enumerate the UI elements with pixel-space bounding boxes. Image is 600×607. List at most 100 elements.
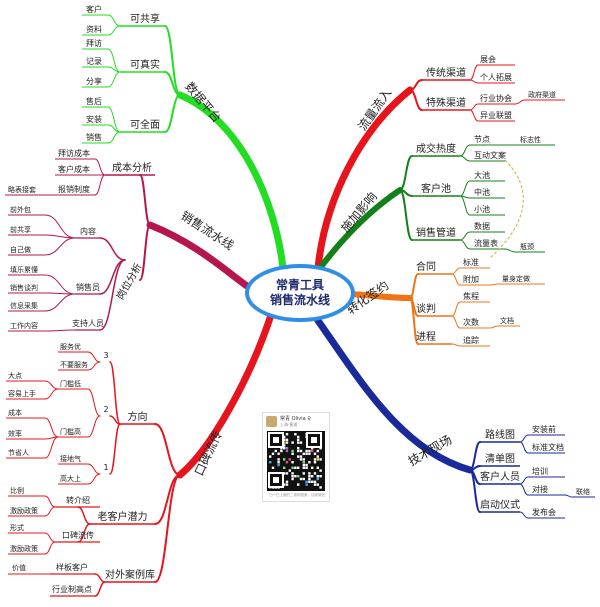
word-of-mouth-sub-num[interactable]: 2: [103, 405, 108, 414]
data-platform-leaf[interactable]: 资料: [86, 24, 102, 34]
data-platform-leaf[interactable]: 分享: [86, 76, 102, 86]
tech-leaf[interactable]: 安装前: [532, 424, 556, 434]
word-of-mouth-leaf[interactable]: 高大上: [60, 474, 81, 483]
word-of-mouth-leaf[interactable]: 不要服务: [60, 360, 88, 369]
word-of-mouth-leaf[interactable]: 激励政策: [10, 506, 38, 515]
influence-extra-leaf-2[interactable]: 瓶颈: [520, 242, 534, 251]
word-of-mouth-group-1[interactable]: 老客户潜力: [98, 510, 148, 523]
word-of-mouth-far-leaf[interactable]: 节省人: [8, 448, 29, 457]
sales-line-sub-0[interactable]: 内容: [80, 226, 96, 236]
influence-leaf-link: [459, 144, 471, 157]
conversion-group-2[interactable]: 进程: [416, 331, 436, 343]
sales-line-leaf[interactable]: 信息采集: [10, 301, 38, 310]
data-platform-leaf[interactable]: 客户: [86, 4, 102, 14]
conversion-group-0[interactable]: 合同: [416, 260, 436, 273]
sales-line-group-1[interactable]: 岗位分析: [113, 261, 144, 302]
influence-group-0[interactable]: 成交热度: [416, 142, 456, 155]
traffic-group-0[interactable]: 传统渠道: [426, 66, 466, 79]
word-of-mouth-sub-case-0[interactable]: 样板客户: [56, 562, 88, 572]
sales-line-leaf[interactable]: 填乐累懂: [10, 265, 38, 274]
sales-line-link: [139, 224, 151, 281]
influence-leaf[interactable]: 节点: [474, 135, 490, 144]
tech-leaf-link: [519, 483, 529, 496]
tech-leaf[interactable]: 发布会: [532, 507, 556, 517]
sales-line-sub-2[interactable]: 支持人员: [72, 318, 104, 328]
influence-group-1[interactable]: 客户池: [421, 182, 451, 195]
word-of-mouth-sub-case-1[interactable]: 行业制高点: [52, 584, 92, 594]
conversion-leaf[interactable]: 标准: [463, 257, 479, 267]
conversion-extra-leaf-1[interactable]: 文档: [500, 316, 514, 325]
tech-extra-leaf[interactable]: 联络: [576, 487, 590, 496]
tech-leaf[interactable]: 对接: [532, 484, 548, 494]
influence-leaf[interactable]: 互动文案: [474, 150, 506, 160]
word-of-mouth-leaf[interactable]: 比例: [10, 486, 24, 495]
influence-group-2[interactable]: 销售管道: [416, 226, 456, 239]
conversion-leaf[interactable]: 焦程: [463, 291, 479, 301]
word-of-mouth-leaf[interactable]: 形式: [10, 523, 24, 532]
word-of-mouth-leaf[interactable]: 门槛低: [60, 379, 81, 388]
data-platform-group-2[interactable]: 可全面: [130, 118, 160, 131]
word-of-mouth-sub-num[interactable]: 1: [103, 463, 108, 472]
traffic-group-1[interactable]: 特殊渠道: [426, 96, 466, 109]
conversion-leaf-link: [451, 343, 461, 347]
sales-line-leaf[interactable]: 前外包: [10, 205, 31, 214]
sales-line-group-0[interactable]: 成本分析: [112, 161, 152, 174]
data-platform-leaf[interactable]: 拜访: [86, 38, 102, 48]
data-platform-group-1[interactable]: 可真实: [130, 58, 160, 71]
traffic-leaf[interactable]: 展会: [480, 54, 496, 64]
word-of-mouth-far-leaf[interactable]: 大点: [8, 371, 22, 380]
conversion-leaf[interactable]: 追踪: [463, 335, 479, 345]
traffic-extra-leaf[interactable]: 政府渠道: [528, 90, 556, 99]
sales-line-leaf[interactable]: 报销制度: [58, 184, 90, 194]
conversion-leaf[interactable]: 次数: [463, 317, 479, 327]
data-platform-group-0[interactable]: 可共享: [130, 12, 160, 25]
word-of-mouth-sub-old-0[interactable]: 转介绍: [66, 495, 90, 505]
word-of-mouth-leaf[interactable]: 接地气: [60, 454, 81, 463]
word-of-mouth-far-leaf[interactable]: 成本: [8, 408, 22, 417]
influence-leaf[interactable]: 大池: [474, 170, 490, 180]
center-node[interactable]: 常青工具 销售流水线: [245, 264, 355, 322]
traffic-leaf[interactable]: 个人拓展: [480, 72, 512, 82]
word-of-mouth-sub-num[interactable]: 3: [103, 351, 108, 360]
conversion-extra-leaf-0[interactable]: 量身定做: [502, 274, 530, 283]
branch-title-word-of-mouth[interactable]: 口碑流传: [191, 428, 225, 478]
sales-line-leaf[interactable]: 销售谈判: [10, 283, 38, 292]
word-of-mouth-leaf-link: [44, 541, 56, 555]
word-of-mouth-leaf[interactable]: 激励政策: [10, 544, 38, 553]
influence-extra-leaf-0[interactable]: 标志性: [520, 135, 541, 144]
sales-line-leaf[interactable]: 自己做: [10, 245, 31, 254]
word-of-mouth-far-leaf[interactable]: 容易上手: [8, 389, 36, 398]
traffic-leaf[interactable]: 行业协会: [480, 93, 512, 103]
tech-group-3[interactable]: 启动仪式: [480, 498, 520, 511]
word-of-mouth-far-leaf[interactable]: 效率: [8, 429, 22, 438]
traffic-leaf[interactable]: 异业联盟: [480, 110, 512, 120]
word-of-mouth-group-2[interactable]: 对外案例库: [105, 568, 155, 581]
sales-line-leaf[interactable]: 拜访成本: [58, 148, 90, 158]
influence-leaf[interactable]: 数据: [474, 221, 490, 231]
qr-profile-location: 上海·黄浦: [280, 422, 298, 427]
influence-leaf[interactable]: 小池: [474, 204, 490, 214]
tech-group-2[interactable]: 客户人员: [480, 470, 520, 483]
tech-group-0[interactable]: 路线图: [485, 428, 515, 441]
conversion-group-1[interactable]: 谈判: [416, 302, 436, 315]
word-of-mouth-leaf[interactable]: 服务优: [60, 342, 81, 351]
tech-group-1[interactable]: 清单图: [485, 452, 515, 465]
conversion-leaf[interactable]: 附加: [463, 274, 479, 284]
sales-line-sub-1[interactable]: 销售员: [76, 282, 100, 292]
data-platform-leaf[interactable]: 销售: [86, 132, 102, 142]
tech-leaf[interactable]: 培训: [532, 466, 548, 476]
sales-line-leaf[interactable]: 客户成本: [58, 164, 90, 174]
sales-line-leaf[interactable]: 前共享: [10, 225, 31, 234]
sales-line-extra-leaf[interactable]: 略表接套: [8, 185, 36, 194]
word-of-mouth-group-0[interactable]: 方向: [128, 410, 148, 423]
word-of-mouth-leaf[interactable]: 价值: [12, 563, 26, 572]
data-platform-leaf[interactable]: 记录: [86, 57, 102, 66]
word-of-mouth-sub-old-1[interactable]: 口碑流传: [62, 530, 94, 540]
word-of-mouth-leaf[interactable]: 门槛高: [60, 427, 81, 436]
influence-leaf[interactable]: 流量表: [474, 238, 498, 248]
sales-line-leaf[interactable]: 工作内容: [10, 321, 38, 330]
influence-leaf[interactable]: 中池: [474, 187, 490, 197]
data-platform-leaf[interactable]: 安装: [86, 114, 102, 124]
data-platform-leaf[interactable]: 售后: [86, 96, 102, 106]
tech-leaf[interactable]: 标准文档: [532, 442, 564, 452]
